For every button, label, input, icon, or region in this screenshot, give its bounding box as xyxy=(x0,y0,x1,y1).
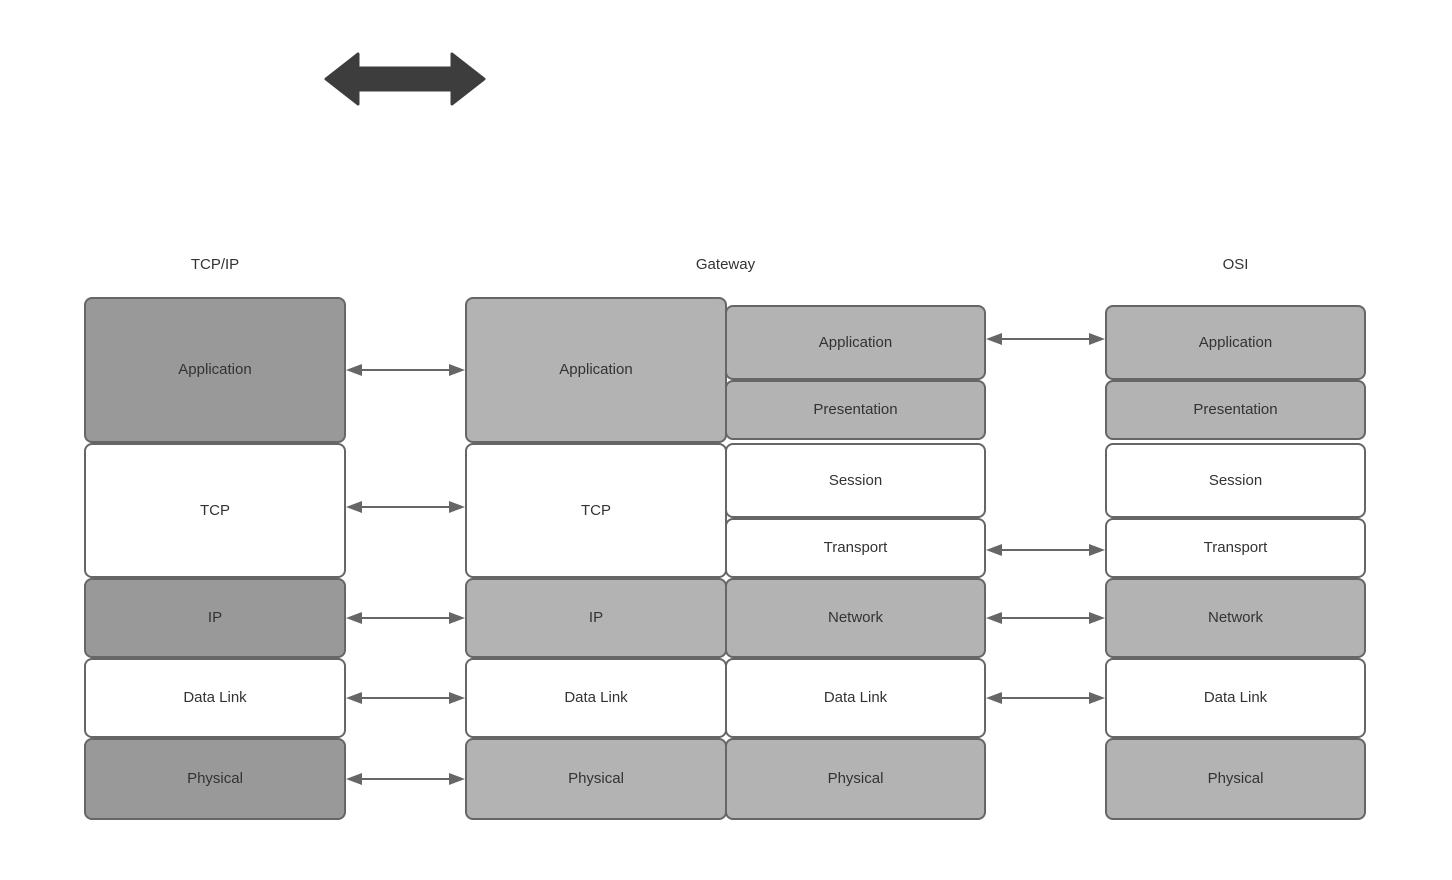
column-title-gateway: Gateway xyxy=(695,256,756,273)
column-title-osi: OSI xyxy=(1222,256,1249,273)
gateway-right-layer-application[interactable]: Application xyxy=(725,305,986,380)
osi-layer-data-link[interactable]: Data Link xyxy=(1105,658,1366,738)
connector-tcpip-gateway-application xyxy=(346,360,465,380)
gateway-left-layer-data-link[interactable]: Data Link xyxy=(465,658,727,738)
gateway-left-layer-physical[interactable]: Physical xyxy=(465,738,727,820)
column-title-tcpip: TCP/IP xyxy=(190,256,240,273)
connector-tcpip-gateway-ip xyxy=(346,608,465,628)
connector-gateway-osi-network xyxy=(986,608,1105,628)
gateway-right-layer-session[interactable]: Session xyxy=(725,443,986,518)
osi-layer-physical[interactable]: Physical xyxy=(1105,738,1366,820)
connector-tcpip-gateway-physical xyxy=(346,769,465,789)
connector-gateway-osi-data-link xyxy=(986,688,1105,708)
tcpip-layer-ip[interactable]: IP xyxy=(84,578,346,658)
gateway-left-layer-ip[interactable]: IP xyxy=(465,578,727,658)
tcpip-layer-tcp[interactable]: TCP xyxy=(84,443,346,578)
gateway-left-layer-application[interactable]: Application xyxy=(465,297,727,443)
osi-layer-transport[interactable]: Transport xyxy=(1105,518,1366,578)
bidirectional-block-arrow xyxy=(324,50,486,108)
gateway-right-layer-transport[interactable]: Transport xyxy=(725,518,986,578)
connector-tcpip-gateway-data-link xyxy=(346,688,465,708)
osi-layer-network[interactable]: Network xyxy=(1105,578,1366,658)
osi-layer-application[interactable]: Application xyxy=(1105,305,1366,380)
gateway-right-layer-network[interactable]: Network xyxy=(725,578,986,658)
gateway-left-layer-tcp[interactable]: TCP xyxy=(465,443,727,578)
tcpip-layer-data-link[interactable]: Data Link xyxy=(84,658,346,738)
tcpip-layer-application[interactable]: Application xyxy=(84,297,346,443)
gateway-right-layer-data-link[interactable]: Data Link xyxy=(725,658,986,738)
connector-tcpip-gateway-tcp xyxy=(346,497,465,517)
connector-gateway-osi-transport xyxy=(986,540,1105,560)
gateway-right-layer-physical[interactable]: Physical xyxy=(725,738,986,820)
osi-layer-presentation[interactable]: Presentation xyxy=(1105,380,1366,440)
tcpip-layer-physical[interactable]: Physical xyxy=(84,738,346,820)
connector-gateway-osi-application xyxy=(986,329,1105,349)
gateway-right-layer-presentation[interactable]: Presentation xyxy=(725,380,986,440)
osi-layer-session[interactable]: Session xyxy=(1105,443,1366,518)
